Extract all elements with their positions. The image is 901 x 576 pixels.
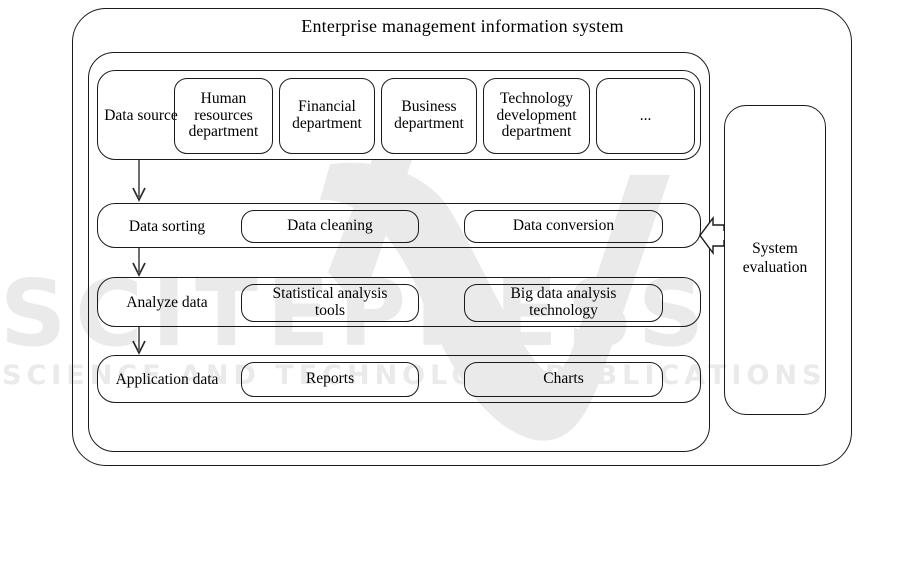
cell-label-data-conversion: Data conversion xyxy=(512,217,615,235)
cell-label-statistical-analysis-tools: Statistical analysis tools xyxy=(272,285,388,319)
row-label-analyze-data: Analyze data xyxy=(126,294,208,312)
row-label-data-source: Data source xyxy=(104,107,178,125)
panel-label-system-evaluation: System evaluation xyxy=(742,240,808,276)
panel-system-evaluation[interactable] xyxy=(724,105,826,415)
cell-charts[interactable]: Charts xyxy=(464,362,663,397)
cell-label-human-resources-department: Human resources department xyxy=(188,89,259,141)
cell-label-reports: Reports xyxy=(305,370,355,388)
row-label-application-data: Application data xyxy=(115,371,219,389)
cell-data-cleaning[interactable]: Data cleaning xyxy=(241,210,419,243)
row-application-data[interactable]: Application data Reports Charts xyxy=(97,355,701,403)
row-data-sorting[interactable]: Data sorting Data cleaning Data conversi… xyxy=(97,203,701,248)
cell-financial-department[interactable]: Financial department xyxy=(279,78,375,154)
diagram-title: Enterprise management information system xyxy=(301,16,624,36)
cell-human-resources-department[interactable]: Human resources department xyxy=(174,78,273,154)
cell-ellipsis[interactable]: ... xyxy=(596,78,695,154)
cell-label-data-cleaning: Data cleaning xyxy=(287,217,373,235)
cell-reports[interactable]: Reports xyxy=(241,362,419,397)
cell-label-ellipsis: ... xyxy=(639,106,652,124)
cell-label-financial-department: Financial department xyxy=(292,98,362,132)
cell-business-department[interactable]: Business department xyxy=(381,78,477,154)
cell-data-conversion[interactable]: Data conversion xyxy=(464,210,663,243)
cell-big-data-analysis-technology[interactable]: Big data analysis technology xyxy=(464,284,663,322)
cell-label-business-department: Business department xyxy=(394,98,464,132)
outer-container-enterprise-system xyxy=(72,8,852,466)
cell-label-charts: Charts xyxy=(543,370,584,388)
row-label-data-sorting: Data sorting xyxy=(128,217,206,235)
cell-technology-development-department[interactable]: Technology development department xyxy=(483,78,590,154)
row-analyze-data[interactable]: Analyze data Statistical analysis tools … xyxy=(97,277,701,327)
cell-statistical-analysis-tools[interactable]: Statistical analysis tools xyxy=(241,284,419,322)
cell-label-technology-development-department: Technology development department xyxy=(496,89,577,141)
cell-label-big-data-analysis-technology: Big data analysis technology xyxy=(510,285,617,319)
row-data-source[interactable]: Data source Human resources department F… xyxy=(97,70,701,160)
